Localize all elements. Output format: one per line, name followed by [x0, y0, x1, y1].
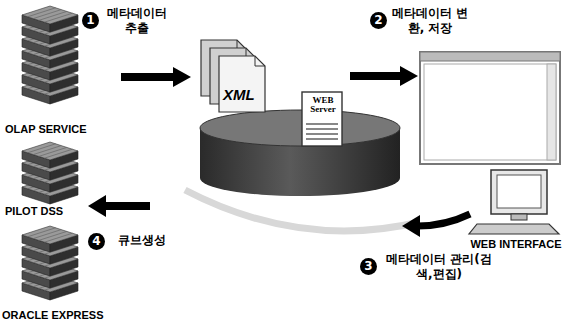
node-label: PILOT DSS — [5, 205, 63, 217]
server-slab — [22, 6, 78, 32]
slab-stripe — [33, 146, 61, 155]
slab-stripe — [44, 149, 72, 158]
step-label: 메타데이터 관리(검색,편집) — [380, 252, 498, 282]
page-fold — [255, 56, 265, 66]
callout-number: 4 — [88, 233, 105, 250]
callout-number: 2 — [370, 12, 387, 29]
arrow-head — [173, 67, 191, 87]
slab-top — [22, 142, 78, 160]
node-box: WEB INTERFACE — [463, 166, 569, 252]
slab-stripe — [28, 228, 56, 237]
node-label: XML — [223, 86, 255, 103]
node-box: XML — [195, 38, 271, 116]
slab-stripe — [39, 147, 67, 156]
arrow-shaft — [121, 73, 177, 81]
server-case — [302, 92, 342, 146]
node-label: ORACLE EXPRESS — [2, 309, 103, 321]
server-slot — [306, 123, 338, 124]
database-cylinder — [200, 110, 400, 196]
server-slot — [306, 138, 338, 139]
slab-stripe — [44, 233, 72, 242]
callout-number: 1 — [82, 12, 99, 29]
slab-stripe — [44, 13, 72, 22]
node-icon — [5, 0, 117, 136]
node-box: WEB Server — [300, 90, 345, 148]
flow-arrow — [88, 195, 150, 217]
node-label: WEB Server — [306, 96, 340, 115]
server-slab — [22, 142, 78, 168]
node-box: PILOT DSS — [5, 140, 110, 218]
node-icon — [195, 38, 271, 116]
server-slot — [306, 133, 338, 134]
slab-top — [22, 6, 78, 24]
node-label: WEB INTERFACE — [463, 238, 569, 250]
callout-number: 3 — [360, 258, 377, 275]
slab-stripe — [33, 230, 61, 239]
slab-stripe — [39, 11, 67, 20]
flow-arrow — [402, 214, 470, 237]
step-label: 메타데이터 변환, 저장 — [389, 6, 471, 36]
slab-top — [22, 226, 78, 244]
monitor — [491, 170, 547, 214]
flow-arrow — [121, 67, 191, 87]
keyboard — [469, 224, 559, 234]
slab-stripe — [28, 8, 56, 17]
slab-stripe — [33, 10, 61, 19]
step-label: 메타데이터 추출 — [101, 6, 173, 36]
node-label: OLAP SERVICE — [5, 123, 87, 135]
node-box: OLAP SERVICE — [5, 0, 117, 136]
slab-stripe — [28, 144, 56, 153]
monitor-screen — [497, 175, 541, 208]
node-box: ORACLE EXPRESS — [2, 224, 132, 322]
node-icon — [2, 224, 132, 322]
server-slab — [22, 226, 78, 252]
step-label: 큐브생성 — [107, 233, 177, 248]
server-slot — [306, 128, 338, 129]
document-page — [219, 56, 265, 112]
browser-window — [420, 52, 560, 164]
monitor-stand — [511, 214, 527, 220]
flow-arrow — [350, 66, 418, 86]
slab-stripe — [39, 231, 67, 240]
flow-arc — [185, 190, 420, 231]
